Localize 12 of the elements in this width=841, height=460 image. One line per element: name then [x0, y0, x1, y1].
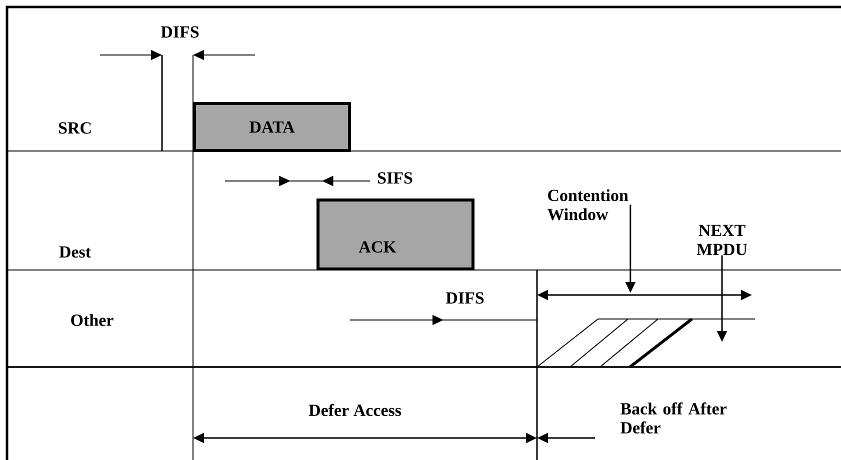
dimension-label: DIFS [446, 292, 484, 304]
dimension-label: Back off After Defer [620, 402, 726, 434]
frame-box: DATA [193, 102, 351, 152]
row-label: Dest [59, 246, 91, 258]
row-label: Other [71, 314, 114, 326]
callout-text: Contention Window [547, 189, 628, 220]
dimension-label: DIFS [160, 26, 199, 38]
frame-box: ACK [316, 198, 474, 270]
callout-text: NEXT MPDU [696, 224, 748, 256]
row-label: SRC [58, 122, 91, 134]
dimension-label: SIFS [378, 172, 412, 184]
dimension-label: Defer Access [308, 404, 402, 416]
